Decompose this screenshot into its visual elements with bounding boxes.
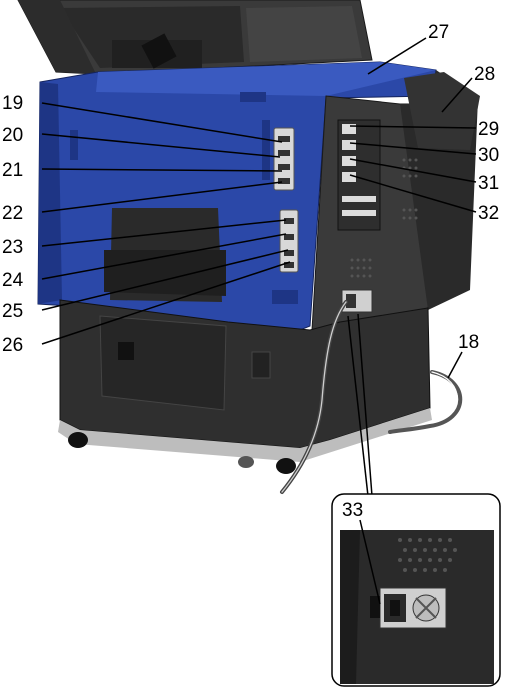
callout-21: 21	[2, 160, 23, 181]
cable-18	[388, 370, 463, 434]
callout-25: 25	[2, 301, 23, 322]
callout-19: 19	[2, 93, 23, 114]
power-cord	[280, 300, 348, 494]
callout-23: 23	[2, 237, 23, 258]
scanner-unit	[17, 0, 373, 75]
zoom-line-right	[347, 315, 369, 497]
callout-20: 20	[2, 125, 23, 146]
callout-33: 33	[342, 500, 363, 521]
zoom-line-left	[357, 313, 373, 497]
callout-30: 30	[478, 145, 499, 166]
lower-body	[58, 299, 432, 474]
callout-18: 18	[458, 332, 479, 353]
callout-31: 31	[478, 173, 499, 194]
leader-lines	[41, 37, 477, 605]
callout-32: 32	[478, 203, 499, 224]
inset-power-inlet	[331, 493, 501, 687]
controller-panel	[311, 70, 480, 331]
callout-labels: 19 20 21 22 23 24 25 26 27 28 29 30 31 3…	[2, 22, 499, 521]
callout-26: 26	[2, 335, 23, 356]
callout-29: 29	[478, 119, 499, 140]
callout-22: 22	[2, 203, 23, 224]
callout-27: 27	[428, 22, 449, 43]
callout-28: 28	[474, 64, 495, 85]
callout-24: 24	[2, 270, 24, 291]
